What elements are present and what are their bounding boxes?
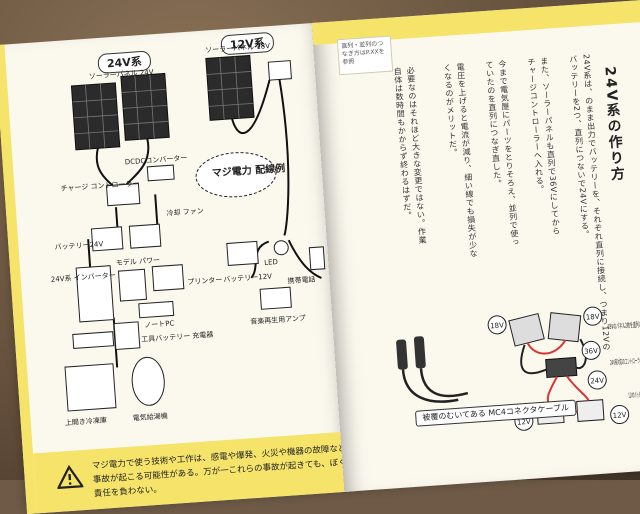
badge-12v-b: 12V bbox=[610, 405, 630, 425]
fridge-label: 上開き冷凍庫 bbox=[65, 415, 108, 427]
solar-18v-label: ソーラーパネル 18V bbox=[205, 42, 270, 55]
kettle-label: 電気給湯機 bbox=[132, 411, 168, 422]
battery-24v-a bbox=[90, 226, 124, 252]
svg-text:18V: 18V bbox=[490, 321, 504, 330]
left-page: 24V系 12V系 ソーラーパネル 24V ソーラーパネル 18V bbox=[0, 22, 355, 514]
right-page: 直列・並列のつなぎ方はP.XXを参照 24V系の作り方 24V系は、のまま出力で… bbox=[311, 0, 640, 492]
battery-12v-label: バッテリー12V bbox=[223, 272, 272, 283]
wiring-diagram: ソーラーパネル 24V ソーラーパネル 18V チャージ コントローラー DCD… bbox=[51, 42, 326, 427]
caption-box: 直列・並列のつなぎ方はP.XXを参照 bbox=[336, 35, 394, 76]
solar-panel-24v-b bbox=[120, 72, 170, 141]
example-bubble bbox=[195, 152, 277, 198]
svg-text:12V: 12V bbox=[612, 411, 626, 420]
phone-device bbox=[308, 246, 326, 271]
phone-label: 携帯電話 bbox=[287, 274, 316, 285]
amp-label: 音楽再生用アンプ bbox=[250, 313, 306, 326]
model-power-box bbox=[117, 268, 148, 302]
cooling-label: 冷却 ファン bbox=[166, 206, 204, 218]
badge-24v: 24V bbox=[587, 370, 607, 390]
battery-24v-label: バッテリー24V bbox=[54, 240, 103, 251]
printer-label: プリンター bbox=[187, 275, 223, 286]
led-bulb bbox=[273, 240, 289, 256]
badge-36v: 36V bbox=[581, 340, 601, 360]
controller-12v-box bbox=[267, 60, 292, 81]
model-power-label: モデル パワー bbox=[116, 255, 161, 267]
electric-kettle bbox=[131, 356, 165, 406]
solar-panel-18v bbox=[205, 54, 255, 121]
diagram-note-3: 12Vのバッテリーを直列につなぐと24V bbox=[628, 388, 640, 400]
text-column-4: 電圧を上げると電流が減り、細い線でも損失が少なくなるのがメリットだ。 bbox=[442, 62, 479, 259]
tool-battery-label: 工具バッテリー 充電器 bbox=[141, 330, 214, 344]
warning-icon bbox=[56, 464, 84, 490]
text-column-2: また、ソーラーパネルも直列で36Vにしてからチャージコントローラーへ入れる。 bbox=[526, 56, 562, 236]
panel-18v-a bbox=[508, 312, 545, 347]
charge-controller-24v bbox=[105, 183, 141, 207]
amp-device bbox=[259, 286, 292, 310]
badge-18v-a: 18V bbox=[487, 315, 507, 335]
badge-18v-b: 18V bbox=[583, 306, 603, 326]
tool-battery-charger bbox=[113, 321, 141, 351]
series-wiring-diagram: 18V 18V 36V 24V 12V 12V 18Vのパネル2枚を直列につなぐ… bbox=[396, 306, 640, 431]
article-title: 24V系の作り方 bbox=[601, 65, 626, 183]
controller-24v bbox=[545, 356, 578, 379]
svg-text:18V: 18V bbox=[586, 313, 600, 322]
battery-24v-b bbox=[128, 223, 162, 249]
solar-panel-24v-a bbox=[70, 82, 121, 151]
power-strip bbox=[72, 331, 115, 349]
dcdc-label: DCDCコンバーター bbox=[125, 153, 188, 166]
svg-text:24V: 24V bbox=[590, 377, 604, 386]
dcdc-converter bbox=[146, 164, 175, 182]
svg-text:36V: 36V bbox=[584, 347, 598, 356]
mc4-cable-illustration bbox=[396, 336, 469, 403]
inverter-24v bbox=[75, 265, 115, 323]
panel-18v-b bbox=[547, 312, 582, 343]
chest-freezer bbox=[64, 363, 117, 412]
text-column-3: 今まで電気屋にパーツをとりそろえ、並列で使っていたのを直列につなぎ直した。 bbox=[484, 59, 520, 247]
battery-12v-b bbox=[576, 399, 605, 422]
printer-device bbox=[151, 264, 185, 292]
diagram-note-2: 24V系対応のコントローラーで、バッテリーに bbox=[610, 354, 640, 367]
svg-text:12V: 12V bbox=[517, 418, 531, 427]
diagram-note-1: 18Vのパネル2枚を直列につなぐと36V bbox=[607, 319, 640, 332]
battery-12v bbox=[226, 240, 259, 266]
notebook-device bbox=[138, 300, 175, 319]
led-label: LED bbox=[264, 258, 278, 267]
notebook-label: ノートPC bbox=[144, 319, 175, 329]
text-column-5: 必要なのはそれほど大きな変更ではない。作業自体は数時間もかからず終わるはずだ。 bbox=[392, 65, 428, 245]
